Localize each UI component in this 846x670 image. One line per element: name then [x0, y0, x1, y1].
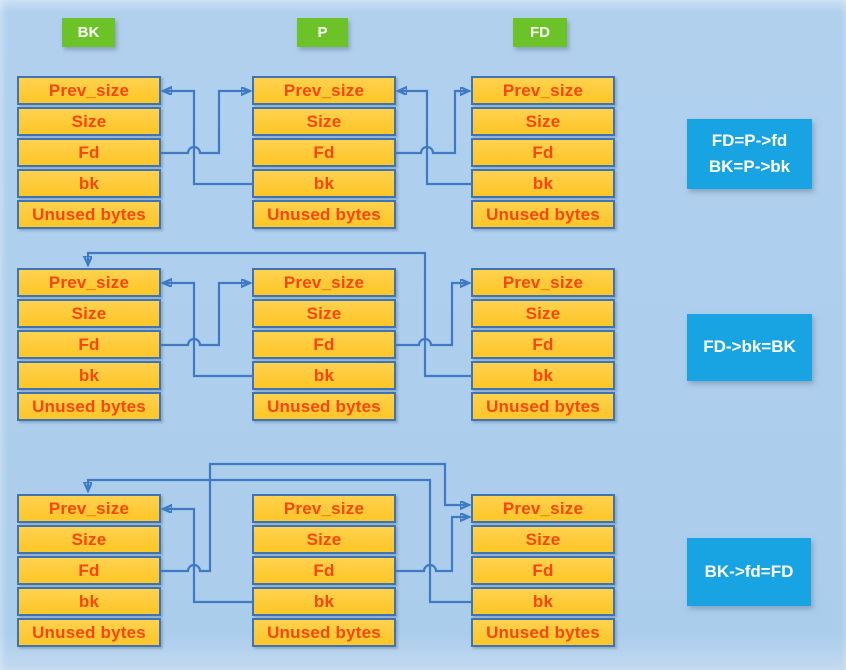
cell-bk: bk	[252, 361, 396, 390]
cell-prev-size: Prev_size	[471, 268, 615, 297]
cell-prev-size: Prev_size	[17, 494, 161, 523]
cell-fd: Fd	[471, 138, 615, 167]
chunk-p-row1: Prev_size Size Fd bk Unused bytes	[252, 76, 396, 231]
note-fd-bk: FD->bk=BK	[687, 314, 812, 381]
tag-p-label: P	[317, 24, 328, 41]
cell-fd: Fd	[252, 556, 396, 585]
arrow-r2-p-bk-to-bk	[164, 283, 252, 378]
cell-size: Size	[17, 525, 161, 554]
cell-unused-bytes: Unused bytes	[471, 200, 615, 229]
cell-prev-size: Prev_size	[252, 76, 396, 105]
arrow-r1-bk-fd-to-p	[161, 91, 249, 155]
tag-bk-label: BK	[77, 24, 100, 41]
arrow-r1-p-bk-to-bk	[164, 91, 252, 186]
chunk-fd-row3: Prev_size Size Fd bk Unused bytes	[471, 494, 615, 649]
cell-prev-size: Prev_size	[252, 268, 396, 297]
cell-prev-size: Prev_size	[252, 494, 396, 523]
cell-unused-bytes: Unused bytes	[17, 392, 161, 421]
arrow-r2-p-fd-to-fd	[396, 283, 468, 347]
cell-unused-bytes: Unused bytes	[252, 618, 396, 647]
cell-unused-bytes: Unused bytes	[17, 200, 161, 229]
cell-fd: Fd	[252, 138, 396, 167]
chunk-bk-row2: Prev_size Size Fd bk Unused bytes	[17, 268, 161, 423]
cell-prev-size: Prev_size	[17, 268, 161, 297]
chunk-p-row3: Prev_size Size Fd bk Unused bytes	[252, 494, 396, 649]
cell-bk: bk	[17, 587, 161, 616]
cell-fd: Fd	[17, 138, 161, 167]
cell-fd: Fd	[17, 556, 161, 585]
chunk-fd-row2: Prev_size Size Fd bk Unused bytes	[471, 268, 615, 423]
arrow-r2-bk-fd-to-p	[161, 283, 249, 347]
cell-unused-bytes: Unused bytes	[252, 200, 396, 229]
cell-fd: Fd	[471, 556, 615, 585]
tag-fd-label: FD	[530, 24, 550, 41]
cell-bk: bk	[17, 361, 161, 390]
cell-unused-bytes: Unused bytes	[17, 618, 161, 647]
cell-bk: bk	[471, 587, 615, 616]
cell-size: Size	[252, 299, 396, 328]
note-init-line2: BK=P->bk	[708, 157, 791, 176]
cell-unused-bytes: Unused bytes	[252, 392, 396, 421]
cell-bk: bk	[471, 361, 615, 390]
cell-size: Size	[17, 299, 161, 328]
note-init-line1: FD=P->fd	[711, 130, 788, 150]
cell-fd: Fd	[17, 330, 161, 359]
chunk-bk-row1: Prev_size Size Fd bk Unused bytes	[17, 76, 161, 231]
arrow-r3-p-bk-to-bk	[164, 509, 252, 604]
tag-fd: FD	[513, 18, 567, 47]
cell-prev-size: Prev_size	[471, 494, 615, 523]
note-bk-fd-line: BK->fd=FD	[704, 561, 794, 581]
cell-size: Size	[471, 299, 615, 328]
arrow-r1-p-fd-to-fd	[396, 91, 468, 155]
cell-unused-bytes: Unused bytes	[471, 392, 615, 421]
note-fd-bk-line: FD->bk=BK	[703, 337, 796, 357]
cell-fd: Fd	[471, 330, 615, 359]
cell-size: Size	[252, 107, 396, 136]
cell-bk: bk	[471, 169, 615, 198]
note-bk-fd: BK->fd=FD	[687, 538, 811, 606]
cell-size: Size	[252, 525, 396, 554]
cell-bk: bk	[252, 169, 396, 198]
note-init: FD=P->fd BK=P->bk	[687, 119, 812, 189]
cell-size: Size	[471, 525, 615, 554]
tag-p: P	[297, 18, 348, 47]
cell-fd: Fd	[252, 330, 396, 359]
chunk-bk-row3: Prev_size Size Fd bk Unused bytes	[17, 494, 161, 649]
cell-size: Size	[471, 107, 615, 136]
tag-bk: BK	[62, 18, 115, 47]
cell-size: Size	[17, 107, 161, 136]
cell-bk: bk	[252, 587, 396, 616]
chunk-fd-row1: Prev_size Size Fd bk Unused bytes	[471, 76, 615, 231]
arrow-r3-p-fd-to-fd	[396, 517, 468, 573]
cell-prev-size: Prev_size	[471, 76, 615, 105]
cell-bk: bk	[17, 169, 161, 198]
cell-prev-size: Prev_size	[17, 76, 161, 105]
arrow-r1-fd-bk-to-p	[399, 91, 471, 186]
cell-unused-bytes: Unused bytes	[471, 618, 615, 647]
chunk-p-row2: Prev_size Size Fd bk Unused bytes	[252, 268, 396, 423]
